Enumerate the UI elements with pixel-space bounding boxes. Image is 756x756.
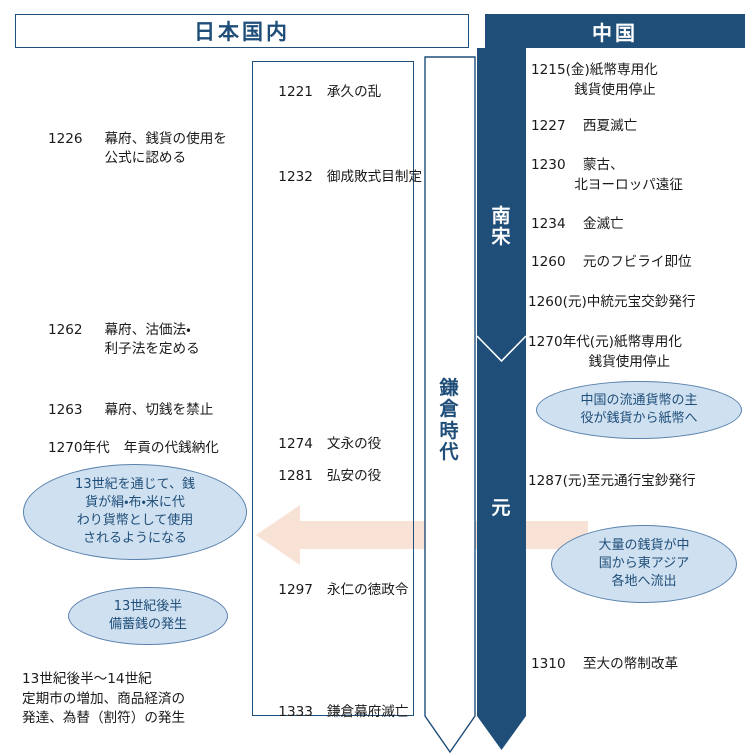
left-event-1262-text: 幕府、沽価法・ 利子法を定める	[104, 321, 200, 358]
china-event-1230: 1230 蒙古、 北ヨーロッパ遠征	[531, 157, 683, 193]
mid-event-1297: 1297 永仁の徳政令	[261, 561, 408, 620]
left-note-13c-14c: 13世紀後半〜14世紀 定期市の増加、商品経済の 発達、為替（割符）の発生	[22, 671, 186, 727]
mid-event-1221: 1221 承久の乱	[261, 63, 381, 122]
left-event-1263-text: 幕府、切銭を禁止	[104, 401, 214, 418]
callout-cn-paper-money: 中国の流通貨幣の主 役が銭貨から紙幣へ	[536, 381, 742, 439]
left-event-1270s: 1270年代年貢の代銭納化	[22, 419, 219, 478]
china-event-1287: 1287(元)至元通行宝鈔発行	[528, 473, 696, 489]
mid-event-1281: 1281 弘安の役	[261, 447, 381, 506]
china-event-1310: 1310 至大の幣制改革	[531, 656, 679, 672]
mid-event-1274-text: 文永の役	[326, 435, 382, 452]
era-band-china	[477, 48, 527, 750]
left-event-1270s-text: 年貢の代銭納化	[123, 439, 219, 456]
china-events: 1215(金)紙幣専用化 銭貨使用停止 1227 西夏滅亡 1230 蒙古、 北…	[526, 48, 756, 756]
mid-event-1221-year: 1221	[278, 83, 313, 100]
left-event-1226-text: 幕府、銭貨の使用を 公式に認める	[104, 130, 227, 167]
china-event-1227: 1227 西夏滅亡	[531, 118, 638, 134]
mid-event-1274: 1274 文永の役	[261, 415, 381, 474]
china-event-1234: 1234 金滅亡	[531, 216, 624, 232]
header-china: 中国	[485, 14, 745, 48]
era-band-kamakura	[424, 56, 476, 754]
left-event-1226: 1226 幕府、銭貨の使用を 公式に認める	[22, 110, 227, 189]
left-event-1262-year: 1262	[47, 321, 83, 338]
left-event-1270s-year: 1270年代	[47, 439, 110, 456]
mid-event-1297-year: 1297	[278, 581, 313, 598]
china-event-1215: 1215(金)紙幣専用化 銭貨使用停止	[531, 62, 658, 98]
callout-jp-hoarding: 13世紀後半 備蓄銭の発生	[68, 587, 228, 645]
callout-cn-coin-outflow: 大量の銭貨が中 国から東アジア 各地へ流出	[551, 525, 737, 603]
mid-event-1232-year: 1232	[278, 168, 313, 185]
china-event-1260-chuto: 1260(元)中統元宝交鈔発行	[528, 294, 696, 310]
mid-event-1333: 1333 鎌倉幕府滅亡	[261, 683, 408, 742]
mid-event-1274-year: 1274	[278, 435, 313, 452]
left-event-1263-year: 1263	[47, 401, 83, 418]
mid-event-1297-text: 永仁の徳政令	[326, 581, 409, 598]
header-japan: 日本国内	[15, 14, 469, 48]
mid-event-1281-text: 弘安の役	[326, 467, 382, 484]
left-event-1262: 1262 幕府、沽価法・ 利子法を定める	[22, 301, 200, 380]
callout-jp-coin-currency: 13世紀を通じて、銭 貨が絹・布・米に代 わり貨幣として使用 されるようになる	[23, 464, 247, 560]
china-event-1270s: 1270年代(元)紙幣専用化 銭貨使用停止	[528, 334, 682, 370]
mid-event-1281-year: 1281	[278, 467, 313, 484]
japan-middle-event-box	[252, 61, 414, 716]
mid-event-1232-text: 御成敗式目制定	[326, 168, 423, 185]
left-event-1226-year: 1226	[47, 130, 83, 147]
mid-event-1232: 1232 御成敗式目制定	[261, 148, 422, 207]
japan-left-events: 1226 幕府、銭貨の使用を 公式に認める 1262 幕府、沽価法・ 利子法を定める…	[0, 56, 252, 756]
mid-event-1333-year: 1333	[278, 703, 313, 720]
left-event-1263: 1263 幕府、切銭を禁止	[22, 381, 213, 440]
mid-event-1333-text: 鎌倉幕府滅亡	[326, 703, 409, 720]
mid-event-1221-text: 承久の乱	[326, 83, 382, 100]
china-event-1260-kublai: 1260 元のフビライ即位	[531, 254, 692, 270]
